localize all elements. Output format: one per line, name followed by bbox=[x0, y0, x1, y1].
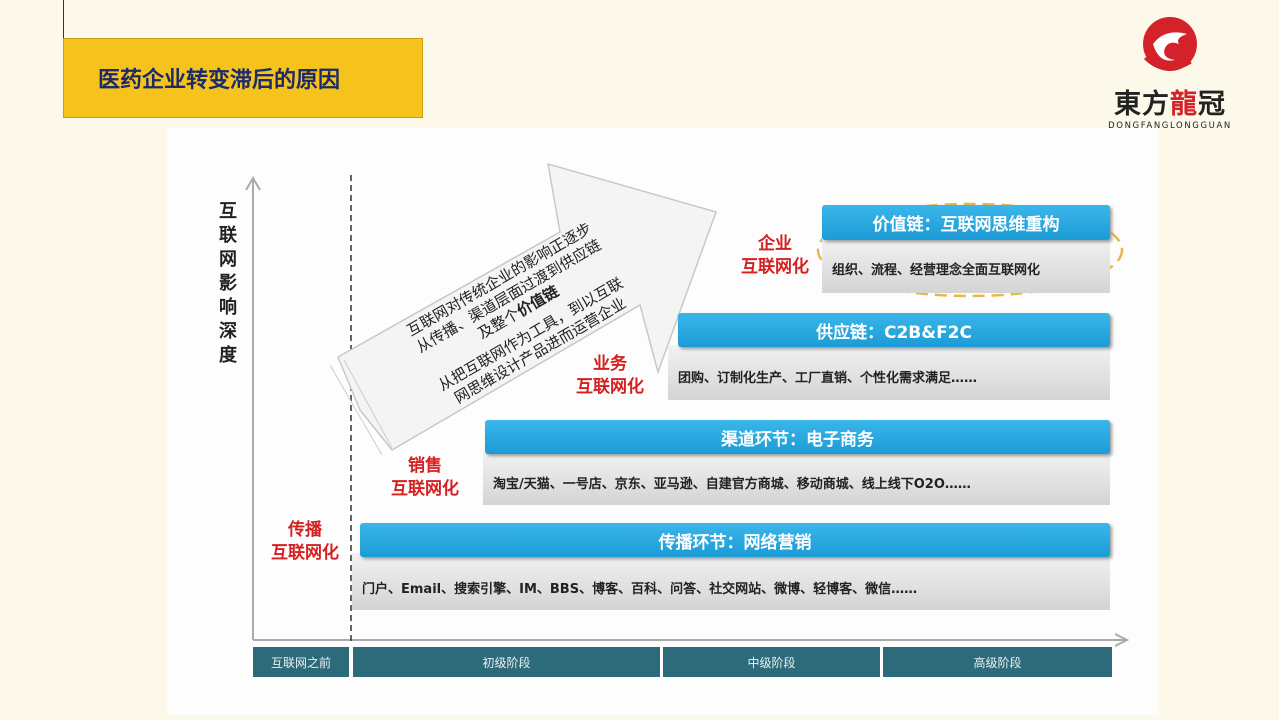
tier-header-enterprise: 价值链：互联网思维重构 bbox=[822, 205, 1110, 240]
slide-title: 医药企业转变滞后的原因 bbox=[63, 38, 423, 118]
stage-intermediate: 中级阶段 bbox=[663, 647, 880, 677]
big-arrow bbox=[329, 162, 717, 456]
tier-header-sales: 渠道环节：电子商务 bbox=[485, 420, 1110, 454]
logo-pinyin: DONGFANGLONGGUAN bbox=[1108, 121, 1232, 131]
stage-advanced: 高级阶段 bbox=[883, 647, 1112, 677]
stage-pre-internet: 互联网之前 bbox=[253, 647, 349, 677]
dragon-logo-icon bbox=[1143, 17, 1197, 71]
tier-detail-broadcast: 门户、Email、搜索引擎、IM、BBS、博客、百科、问答、社交网站、微博、轻博… bbox=[352, 553, 1110, 610]
tier-detail-business: 团购、订制化生产、工厂直销、个性化需求满足…… bbox=[668, 345, 1110, 400]
divider-line bbox=[63, 0, 64, 38]
x-axis bbox=[253, 633, 1130, 647]
y-axis bbox=[245, 176, 261, 640]
tier-label-sales: 销售互联网化 bbox=[391, 456, 459, 499]
tier-label-business: 业务互联网化 bbox=[576, 354, 644, 397]
company-logo: 東方龍冠 DONGFANGLONGGUAN bbox=[1090, 14, 1250, 131]
tier-label-enterprise: 企业互联网化 bbox=[741, 234, 809, 277]
tier-detail-enterprise: 组织、流程、经营理念全面互联网化 bbox=[822, 238, 1110, 293]
tier-label-broadcast: 传播互联网化 bbox=[271, 520, 339, 563]
highlight-ellipse bbox=[816, 202, 1124, 298]
tier-detail-sales: 淘宝/天猫、一号店、京东、亚马逊、自建官方商城、移动商城、线上线下O2O…… bbox=[483, 452, 1110, 505]
tier-header-business: 供应链：C2B&F2C bbox=[678, 313, 1110, 347]
tier-header-broadcast: 传播环节：网络营销 bbox=[360, 523, 1110, 557]
logo-chinese-name: 東方龍冠 bbox=[1114, 89, 1226, 120]
stage-primary: 初级阶段 bbox=[353, 647, 660, 677]
y-axis-label: 互联网影响深度 bbox=[219, 201, 237, 366]
